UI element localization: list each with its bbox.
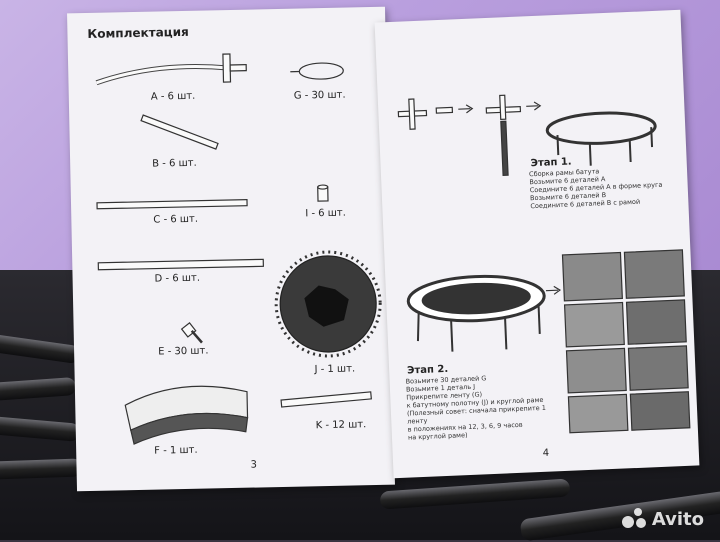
parts-illustrations bbox=[67, 7, 395, 492]
part-label-b: B - 6 шт. bbox=[152, 158, 197, 170]
part-label-e: E - 30 шт. bbox=[158, 345, 209, 357]
frame-rod bbox=[380, 478, 571, 509]
frame-rod bbox=[0, 377, 77, 401]
part-g-strap bbox=[299, 63, 343, 80]
part-d-tube bbox=[98, 259, 263, 269]
watermark-text: Avito bbox=[652, 509, 704, 530]
part-e-screw bbox=[182, 323, 202, 343]
part-label-f: F - 1 шт. bbox=[154, 445, 198, 457]
stage2-instructions: Возьмите 30 деталей G Возьмите 1 деталь … bbox=[405, 371, 568, 442]
stage2-photo-grid bbox=[562, 250, 689, 433]
part-label-a: A - 6 шт. bbox=[151, 91, 196, 103]
frame-rod bbox=[0, 334, 81, 364]
booklet-page-3: Комплектация bbox=[67, 7, 395, 492]
part-label-k: K - 12 шт. bbox=[316, 419, 367, 431]
part-label-d: D - 6 шт. bbox=[154, 273, 200, 285]
part-a-leg-socket bbox=[223, 54, 231, 82]
booklet-page-4: Этап 1. Сборка рамы батута Возьмите 6 де… bbox=[375, 10, 700, 478]
stage1-title: Этап 1. bbox=[530, 156, 571, 169]
stage2-trampoline-diagram bbox=[407, 273, 562, 353]
avito-watermark: Avito bbox=[622, 508, 704, 530]
frame-rod bbox=[0, 416, 81, 442]
part-label-j: J - 1 шт. bbox=[314, 363, 355, 375]
stage1-connector-diagram bbox=[398, 94, 543, 180]
avito-logo-icon bbox=[622, 508, 648, 530]
part-label-i: I - 6 шт. bbox=[305, 208, 346, 220]
part-label-g: G - 30 шт. bbox=[294, 90, 346, 102]
page-number: 4 bbox=[543, 448, 550, 459]
stage2-title: Этап 2. bbox=[407, 364, 448, 377]
part-c-tube bbox=[97, 200, 247, 209]
part-b-tube bbox=[141, 115, 218, 149]
stage1-instructions: Сборка рамы батута Возьмите 6 деталей A … bbox=[529, 164, 681, 210]
part-k-tube bbox=[281, 392, 371, 407]
part-label-c: C - 6 шт. bbox=[153, 214, 198, 226]
page-number: 3 bbox=[250, 460, 257, 471]
frame-rod bbox=[0, 458, 82, 479]
